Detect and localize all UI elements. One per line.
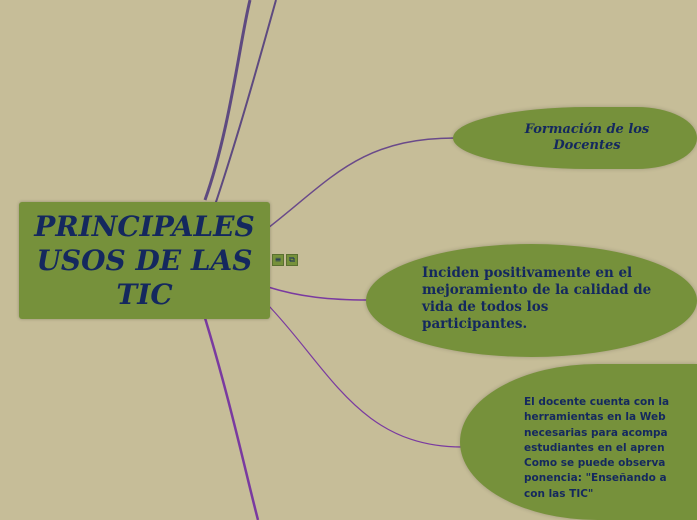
link-icon[interactable]: ⧉ [286, 254, 298, 266]
topic-text: El docente cuenta con la herramientas en… [524, 396, 670, 500]
link-bottom [203, 317, 260, 520]
topic-text: Formación de los Docentes [524, 122, 650, 153]
link-docente [267, 304, 463, 448]
topic-calidad-de-vida[interactable]: Inciden positivamente en el mejoramiento… [366, 244, 697, 357]
notes-icon[interactable]: ≡ [272, 254, 284, 266]
central-topic[interactable]: PRINCIPALES USOS DE LAS TIC [19, 202, 270, 319]
central-topic-icons: ≡ ⧉ [272, 254, 298, 266]
topic-text: Inciden positivamente en el mejoramiento… [422, 265, 652, 332]
link-top-2 [214, 0, 277, 206]
link-top-1 [203, 0, 252, 201]
central-topic-title: PRINCIPALES USOS DE LAS TIC [34, 209, 255, 311]
link-inciden [267, 286, 369, 301]
topic-herramientas-web[interactable]: El docente cuenta con la herramientas en… [460, 364, 697, 520]
link-formacion [267, 137, 456, 229]
topic-formacion-docentes[interactable]: Formación de los Docentes [453, 107, 697, 169]
